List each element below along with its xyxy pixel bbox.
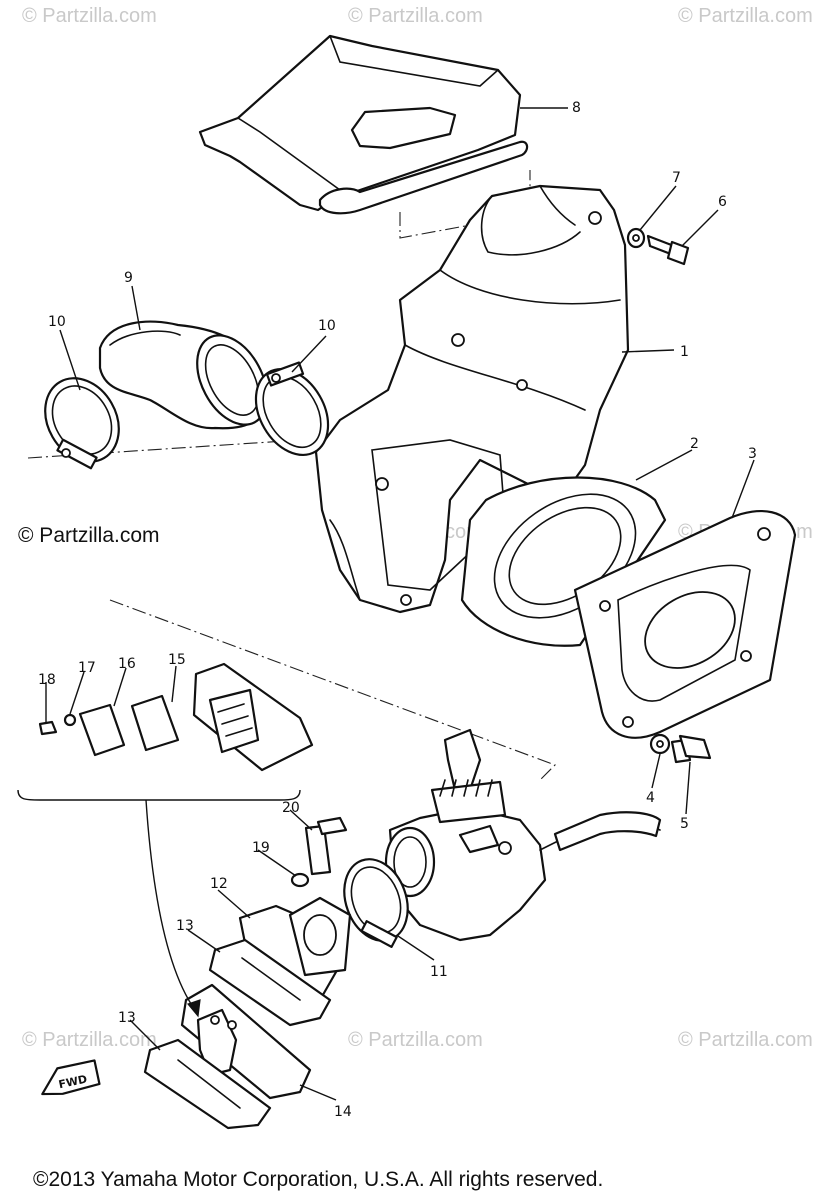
- part-1-air-box: [314, 184, 630, 614]
- watermark-bottom-center: © Partzilla.com: [348, 1029, 483, 1051]
- callout-15: 15: [168, 652, 186, 668]
- callout-numbers: 1 2 3 4 5 6 7 8 9 10 10 11 12 13 13 14 1…: [38, 100, 757, 1120]
- callout-16: 16: [118, 656, 136, 672]
- part-9-intake-elbow: [98, 320, 268, 430]
- callout-14: 14: [334, 1104, 352, 1120]
- part-15-reed-valve-block: [192, 662, 314, 772]
- part-7-washer: [626, 227, 646, 249]
- part-10-hose-clamp-left: [44, 377, 120, 470]
- watermark-top-right: © Partzilla.com: [678, 5, 813, 27]
- fwd-label: FWD: [57, 1073, 88, 1092]
- callout-19: 19: [252, 840, 270, 856]
- part-18-screw: [38, 720, 58, 736]
- part-14-reed-block: [180, 983, 312, 1100]
- watermark-top-center: © Partzilla.com: [348, 5, 483, 27]
- callout-5: 5: [680, 816, 689, 832]
- watermark-bottom-left: © Partzilla.com: [22, 1029, 157, 1051]
- callout-13-lower: 13: [118, 1010, 136, 1026]
- part-6-screw: [646, 234, 690, 266]
- watermark-bottom-right: © Partzilla.com: [678, 1029, 813, 1051]
- part-4-washer: [649, 733, 671, 755]
- part-20-bolt: [304, 816, 348, 876]
- callout-9: 9: [124, 270, 133, 286]
- callout-18: 18: [38, 672, 56, 688]
- part-16-reed-petal-rear: [130, 694, 180, 752]
- callout-7: 7: [672, 170, 681, 186]
- callout-leaders: [45, 107, 755, 1101]
- callout-20: 20: [282, 800, 300, 816]
- callout-10-left: 10: [48, 314, 66, 330]
- part-12-intake-joint: [238, 896, 352, 1002]
- part-17-washer: [63, 713, 77, 727]
- watermark-main: © Partzilla.com: [18, 524, 160, 547]
- callout-8: 8: [572, 100, 581, 116]
- callout-4: 4: [646, 790, 655, 806]
- part-13-gasket-upper: [208, 938, 332, 1027]
- part-10-hose-clamp-right: [254, 361, 330, 457]
- part-11-hose-clamp: [343, 858, 409, 948]
- callout-3: 3: [748, 446, 757, 462]
- callout-17: 17: [78, 660, 96, 676]
- callout-6: 6: [718, 194, 727, 210]
- fwd-arrow-indicator: FWD: [41, 1059, 101, 1096]
- callout-2: 2: [690, 436, 699, 452]
- part-13-gasket-lower: [143, 1038, 272, 1130]
- callout-1: 1: [680, 344, 689, 360]
- callout-12: 12: [210, 876, 228, 892]
- callout-10-right: 10: [318, 318, 336, 334]
- part-19-lock-washer: [290, 872, 310, 888]
- part-3-gasket-plate: [573, 510, 797, 739]
- callout-11: 11: [430, 964, 448, 980]
- part-16-reed-petal-front: [78, 703, 126, 757]
- part-8-duct-cover: [198, 34, 529, 215]
- air-box-mount-hole: [588, 211, 602, 225]
- carburetor-assembly: [384, 728, 662, 942]
- callout-13-upper: 13: [176, 918, 194, 934]
- copyright-notice: ©2013 Yamaha Motor Corporation, U.S.A. A…: [33, 1168, 603, 1191]
- part-5-screw: [670, 734, 712, 764]
- watermark-top-left: © Partzilla.com: [22, 5, 157, 27]
- reed-group-bracket: [17, 789, 301, 1018]
